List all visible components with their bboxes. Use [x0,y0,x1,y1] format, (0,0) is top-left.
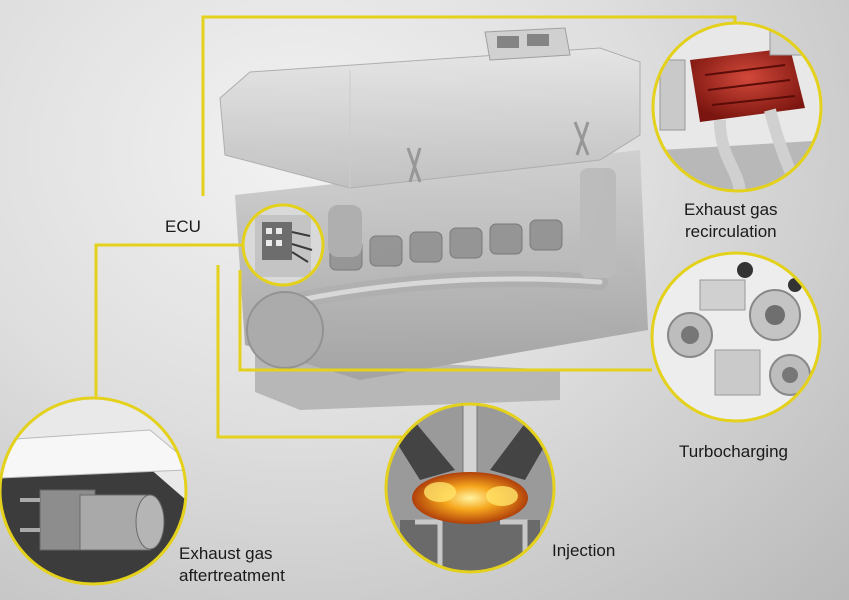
injection-label-text: Injection [552,541,616,560]
turbocharger-icon [652,253,820,421]
eat-label-line-2: aftertreatment [179,566,285,585]
combustion-flame-icon [386,404,554,572]
engine-illustration [219,27,648,410]
injection-label: Injection [552,540,615,562]
turbocharging-label-text: Turbocharging [679,442,788,461]
exhaust-gas-recirculation-label: Exhaust gas recirculation [684,199,778,243]
injection-callout [384,402,556,574]
exhaust-gas-recirculation-callout [651,21,823,193]
egr-label-line-2: recirculation [684,222,777,241]
ecu-label: ECU [165,216,201,238]
ecu-callout [241,203,325,287]
turbocharging-callout [650,251,822,423]
callout-leader-lines [94,15,737,439]
ecu-module-icon [255,215,313,277]
egr-pipes-icon [653,23,821,191]
exhaust-gas-aftertreatment-callout [0,396,188,586]
exhaust-box-icon [0,398,186,584]
ecu-label-text: ECU [165,217,201,236]
exhaust-gas-aftertreatment-label: Exhaust gas aftertreatment [179,543,285,587]
turbocharging-label: Turbocharging [679,441,788,463]
egr-label-line-1: Exhaust gas [684,200,778,219]
eat-label-line-1: Exhaust gas [179,544,273,563]
